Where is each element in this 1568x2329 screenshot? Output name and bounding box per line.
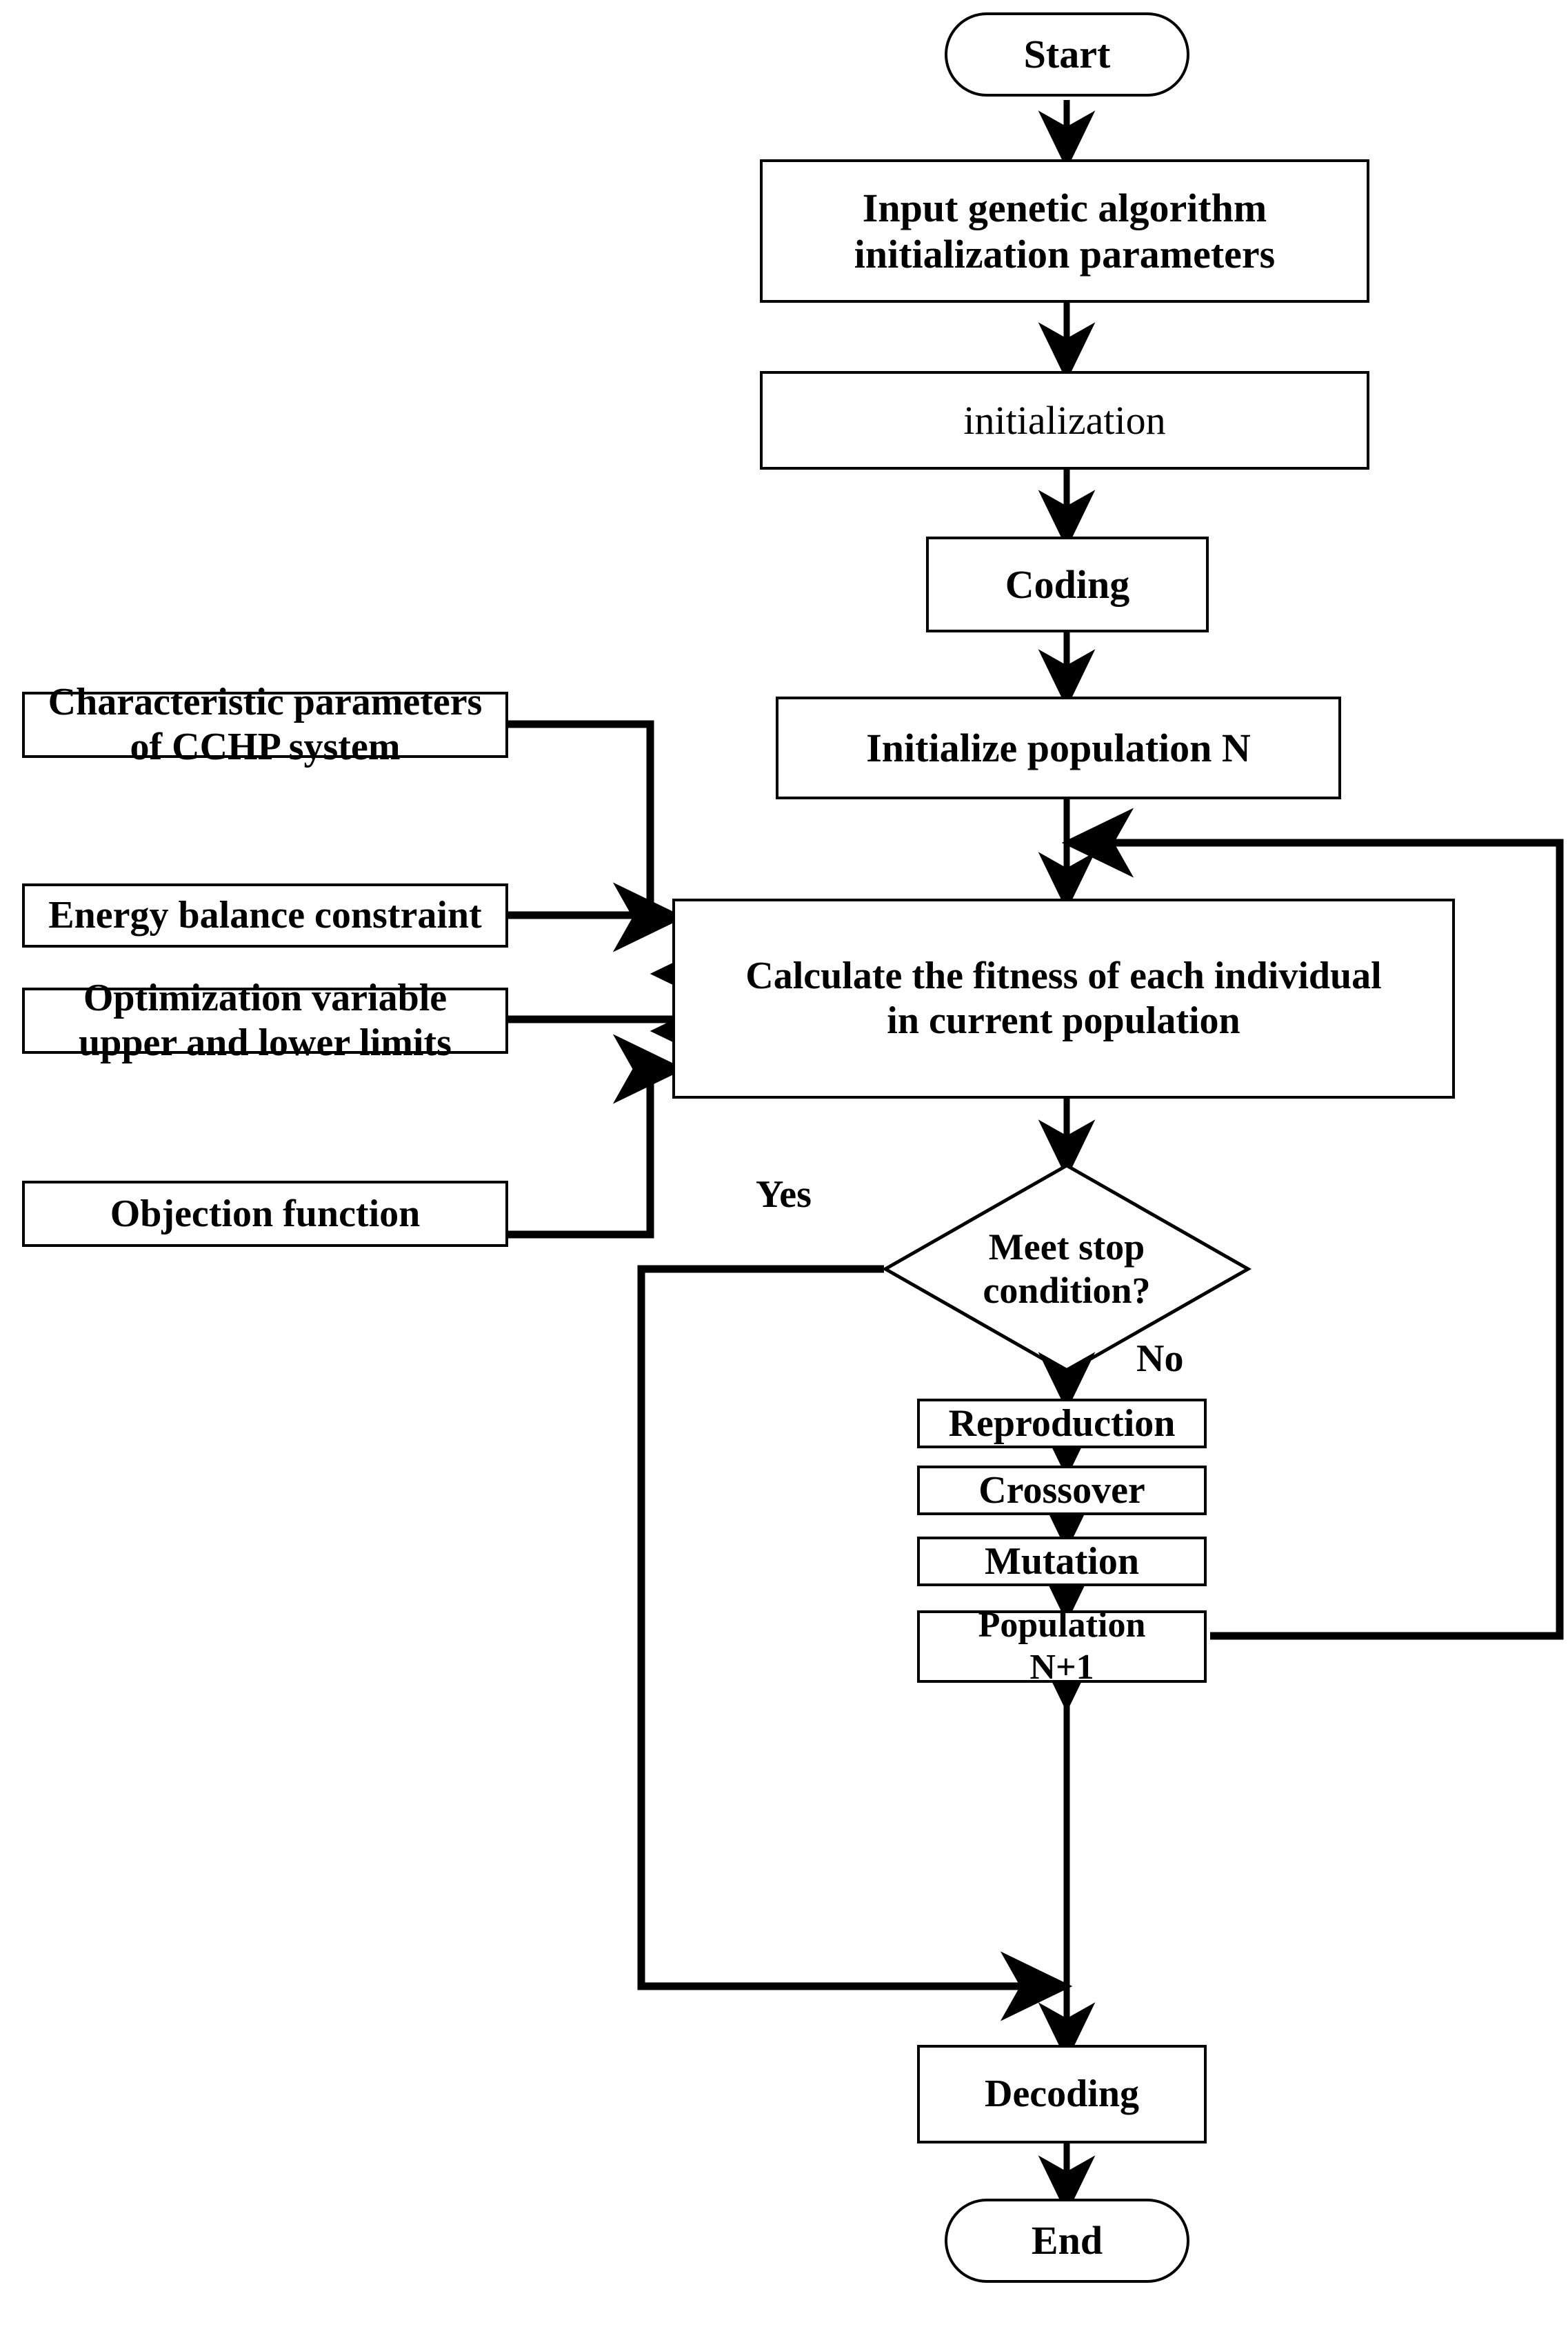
node-optimization-limits-label: Optimization variable upper and lower li… [79,977,452,1064]
node-start-label: Start [1023,32,1111,77]
node-input-genetic-parameters[interactable]: Input genetic algorithm initialization p… [760,159,1369,303]
node-end-label: End [1031,2218,1103,2263]
node-calculate-fitness[interactable]: Calculate the fitness of each individual… [672,899,1455,1099]
node-mutation[interactable]: Mutation [917,1537,1207,1586]
node-reproduction[interactable]: Reproduction [917,1399,1207,1448]
node-reproduction-label: Reproduction [948,1401,1176,1445]
node-initialization[interactable]: initialization [760,371,1369,470]
node-crossover[interactable]: Crossover [917,1466,1207,1515]
edge-characteristic-to-fitness [507,720,685,952]
node-initialization-label: initialization [963,397,1166,443]
node-end[interactable]: End [945,2199,1189,2283]
node-energy-balance-constraint[interactable]: Energy balance constraint [22,883,508,948]
node-decoding-label: Decoding [985,2072,1139,2116]
edge-feedback-loop [1061,808,1564,1640]
node-energy-balance-constraint-label: Energy balance constraint [48,894,482,937]
node-input-genetic-parameters-label: Input genetic algorithm initialization p… [854,185,1276,277]
edge-objection-to-fitness [507,1034,685,1239]
edge-label-no: No [1136,1337,1184,1380]
node-objection-function[interactable]: Objection function [22,1181,508,1247]
node-decoding[interactable]: Decoding [917,2045,1207,2143]
node-characteristic-parameters-label: Characteristic parameters of CCHP system [48,681,483,768]
node-coding[interactable]: Coding [926,537,1209,632]
node-start[interactable]: Start [945,12,1189,97]
edge-decision-yes [637,1265,1073,2021]
node-crossover-label: Crossover [978,1468,1145,1512]
decision-diamond-shape [881,1163,1252,1375]
node-calculate-fitness-label: Calculate the fitness of each individual… [745,954,1382,1042]
node-objection-function-label: Objection function [110,1192,421,1235]
node-characteristic-parameters[interactable]: Characteristic parameters of CCHP system [22,681,508,768]
node-coding-label: Coding [1005,561,1130,607]
edge-label-yes: Yes [756,1173,812,1216]
node-population-next-label: Population N+1 [978,1606,1146,1687]
node-population-next[interactable]: Population N+1 [917,1606,1207,1687]
node-mutation-label: Mutation [985,1539,1139,1583]
node-optimization-limits[interactable]: Optimization variable upper and lower li… [22,977,508,1064]
node-initialize-population-label: Initialize population N [866,725,1251,770]
node-initialize-population[interactable]: Initialize population N [776,697,1341,799]
